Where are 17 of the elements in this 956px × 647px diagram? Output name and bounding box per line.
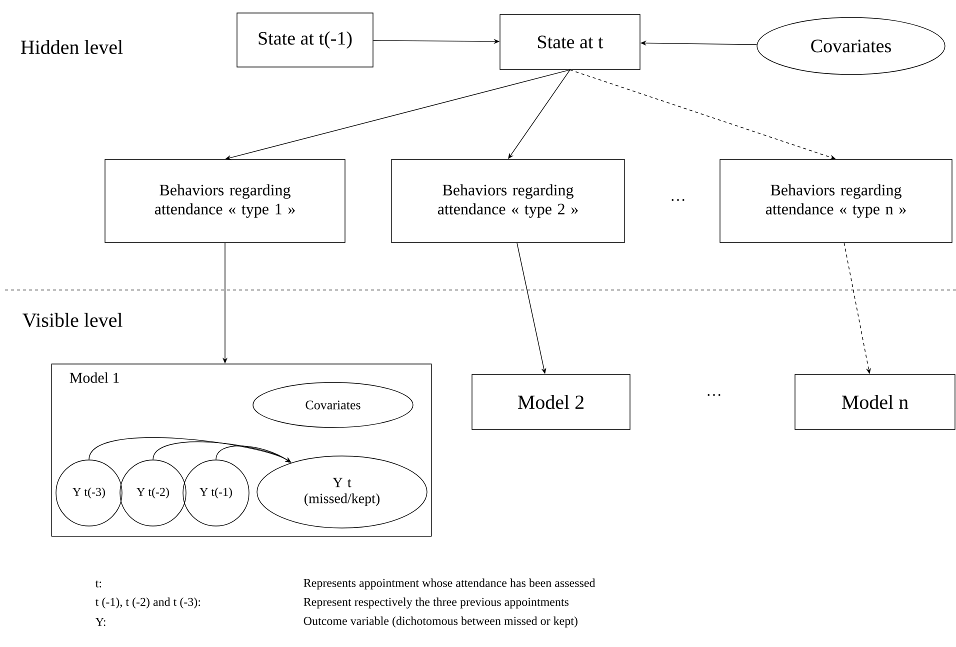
legend-term: Y: <box>96 618 106 626</box>
ellipsis: … <box>708 394 720 396</box>
model-box: Model 2 <box>472 374 630 430</box>
legend-definition: Outcome variable (dichotomous between missed or kept) <box>304 616 578 628</box>
legend-definition: Represents appointment whose attendance has been assessed <box>304 578 596 590</box>
legend-definition: Represent respectively the three previous appointments <box>304 598 569 608</box>
ellipsis: … <box>672 199 684 201</box>
behavior-box: Behaviors regarding attendance « type n » <box>720 159 952 243</box>
level-label: Visible level <box>22 312 122 328</box>
behavior-box: Behaviors regarding attendance « type 1 » <box>104 159 346 243</box>
legend-term: t (-1), t (-2) and t (-3): <box>95 598 200 608</box>
state-box: State at t(-1) <box>236 12 374 68</box>
legend-term: t: <box>95 580 102 588</box>
behavior-box: Behaviors regarding attendance « type 2 » <box>391 159 625 243</box>
level-label: Hidden level <box>20 40 123 54</box>
model-box: Model n <box>794 374 956 430</box>
state-box: State at t <box>500 14 640 70</box>
